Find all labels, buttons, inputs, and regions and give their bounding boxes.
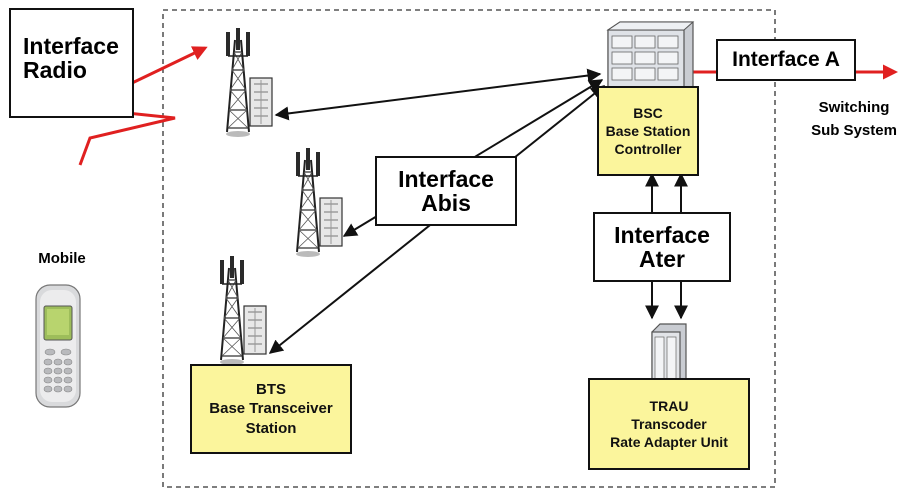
bsc-name-line1: Base Station	[605, 122, 691, 139]
bsc-rack-icon	[606, 21, 695, 97]
interface-abis-line2: Abis	[421, 190, 471, 216]
trau-name-line1: Transcoder	[631, 415, 707, 432]
mobile-label: Mobile	[22, 250, 102, 267]
interface-abis-line1: Interface	[398, 165, 494, 192]
antenna-tower-icon	[219, 255, 267, 366]
bsc-node: BSC Base Station Controller	[597, 86, 699, 176]
abis-link-bts1	[274, 68, 602, 121]
interface-a-label: Interface A	[716, 39, 856, 81]
interface-ater-line2: Ater	[638, 246, 685, 272]
interface-ater-line1: Interface	[614, 221, 710, 248]
bsc-name-line2: Controller	[614, 141, 682, 158]
mobile-text: Mobile	[38, 250, 86, 267]
mobile-phone-icon	[35, 284, 81, 408]
antenna-tower-icon	[225, 27, 273, 138]
interface-radio-line2: Radio	[23, 57, 87, 84]
trau-name-line2: Rate Adapter Unit	[610, 434, 728, 451]
bsc-abbrev: BSC	[633, 104, 663, 121]
interface-a-text: Interface A	[732, 47, 840, 71]
interface-radio-label: Interface Radio	[9, 8, 134, 118]
switching-line2: Sub System	[811, 122, 897, 140]
bts-name-line1: Base Transceiver	[209, 400, 333, 418]
bts-node: BTS Base Transceiver Station	[190, 364, 352, 454]
switching-line1: Switching	[818, 99, 890, 116]
interface-abis-label: Interface Abis	[375, 156, 517, 226]
bts-abbrev: BTS	[256, 380, 286, 398]
bts-name-line2: Station	[245, 419, 297, 437]
interface-radio-line1: Interface	[23, 33, 119, 59]
trau-abbrev: TRAU	[649, 397, 689, 414]
interface-ater-label: Interface Ater	[593, 212, 731, 282]
bss-boundary	[162, 9, 776, 488]
switching-subsystem-label: Switching Sub System	[796, 96, 912, 143]
trau-node: TRAU Transcoder Rate Adapter Unit	[588, 378, 750, 470]
antenna-tower-icon	[295, 147, 343, 258]
